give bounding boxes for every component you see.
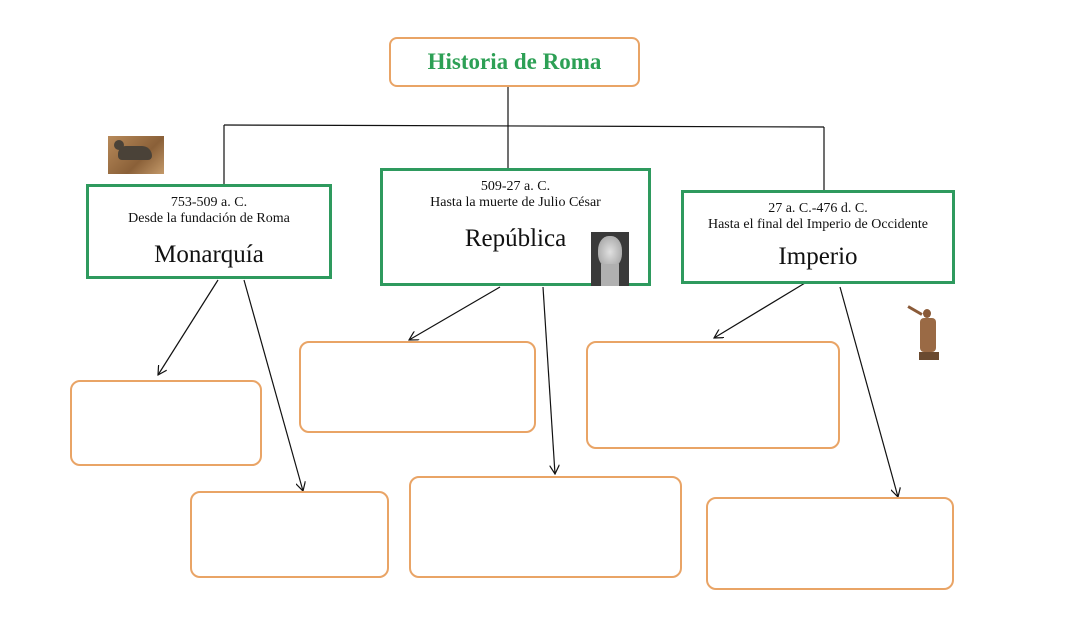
julius-caesar-bust-image (591, 232, 629, 286)
period-name: República (464, 225, 567, 252)
arrow (839, 286, 898, 497)
diagram-title: Historia de Roma (389, 37, 640, 87)
period-dates: 27 a. C.-476 d. C. (768, 201, 868, 216)
branch-line (223, 124, 825, 128)
arrow (542, 286, 555, 474)
arrow (158, 279, 219, 375)
empty-box[interactable] (190, 491, 389, 578)
empty-box[interactable] (409, 476, 682, 578)
period-dates: 753-509 a. C. (170, 195, 248, 210)
arrow (409, 286, 501, 340)
period-description: Hasta la muerte de Julio César (430, 195, 601, 210)
empty-box[interactable] (70, 380, 262, 466)
period-description: Desde la fundación de Roma (128, 211, 290, 226)
period-box-monarquia: 753-509 a. C. Desde la fundación de Roma… (86, 184, 332, 279)
she-wolf-image (108, 136, 164, 174)
empty-box[interactable] (706, 497, 954, 590)
period-name: Imperio (778, 243, 858, 270)
period-name: Monarquía (154, 241, 264, 268)
empty-box[interactable] (586, 341, 840, 449)
period-description: Hasta el final del Imperio de Occidente (707, 217, 928, 232)
empty-box[interactable] (299, 341, 536, 433)
period-box-imperio: 27 a. C.-476 d. C. Hasta el final del Im… (681, 190, 955, 284)
augustus-statue-image (903, 303, 947, 365)
arrow (243, 279, 303, 491)
period-dates: 509-27 a. C. (480, 179, 551, 194)
arrow (714, 282, 806, 338)
